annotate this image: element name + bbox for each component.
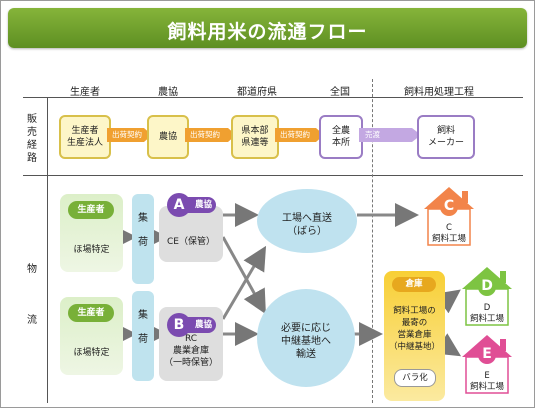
section-label-logistics: 物 流 — [27, 264, 37, 326]
producer-card-a: 生産者 ほ場特定 — [60, 194, 123, 272]
section-label-sales: 販 売 経 路 — [27, 114, 37, 164]
warehouse-card: 倉庫 飼料工場の 最寄の 営業倉庫 （中継基地） バラ化 — [384, 271, 445, 401]
column-header-prefecture: 都道府県 — [237, 87, 277, 98]
ja-a-desc: CE（保管） — [167, 237, 215, 247]
direct-ship-ellipse: 工場へ直送 （ばら） — [257, 189, 357, 253]
figure-title: 飼料用米の流通フロー — [167, 21, 368, 43]
ja-b-chip: 農協 — [187, 317, 217, 333]
arrow-b-to-direct — [221, 245, 267, 320]
section-divider — [47, 97, 48, 403]
column-header-producer: 生産者 — [70, 87, 100, 98]
ja-a-box: CE（保管） — [159, 206, 223, 262]
arrow-sale: 売渡 — [359, 128, 421, 142]
producer-label: 生産者 — [68, 201, 114, 219]
ja-a-chip: 農協 — [187, 197, 217, 213]
shuka-box-b: 集荷 — [132, 291, 154, 381]
producer-label: 生産者 — [68, 304, 114, 322]
warehouse-desc: 飼料工場の 最寄の 営業倉庫 （中継基地） — [388, 306, 440, 352]
title-banner: 飼料用米の流通フロー — [8, 8, 527, 48]
arrow-warehouse-to-e — [434, 333, 462, 357]
factory-e-letter: E — [482, 346, 492, 362]
factory-c-letter: C — [443, 198, 455, 214]
relay-ellipse: 必要に応じ 中継基地へ 輸送 — [257, 289, 355, 387]
factory-d-letter: D — [481, 278, 493, 294]
warehouse-label: 倉庫 — [392, 277, 436, 292]
arrow-contract-1: 出荷契約 — [107, 128, 152, 142]
producer-sub: ほ場特定 — [73, 348, 110, 358]
sales-maker-box: 飼料メーカー — [417, 115, 475, 159]
sales-prefecture-box: 県本部県連等 — [231, 115, 279, 159]
sales-producer-box: 生産者生産法人 — [59, 115, 111, 159]
arrow-a-to-relay — [221, 236, 266, 315]
column-header-jacoop: 農協 — [158, 87, 178, 98]
column-header-processing: 飼料用処理工程 — [404, 87, 474, 98]
processing-divider — [372, 79, 373, 403]
header-rule — [23, 97, 523, 98]
arrow-contract-2: 出荷契約 — [185, 128, 236, 142]
column-header-national: 全国 — [330, 87, 350, 98]
arrow-contract-3: 出荷契約 — [275, 128, 324, 142]
producer-card-b: 生産者 ほ場特定 — [60, 297, 123, 375]
bulk-label: バラ化 — [394, 369, 436, 387]
sales-national-box: 全農本所 — [319, 115, 363, 159]
shuka-box-a: 集荷 — [132, 194, 154, 284]
section-rule — [23, 175, 523, 176]
arrow-warehouse-to-d — [434, 289, 461, 314]
producer-sub: ほ場特定 — [73, 245, 110, 255]
